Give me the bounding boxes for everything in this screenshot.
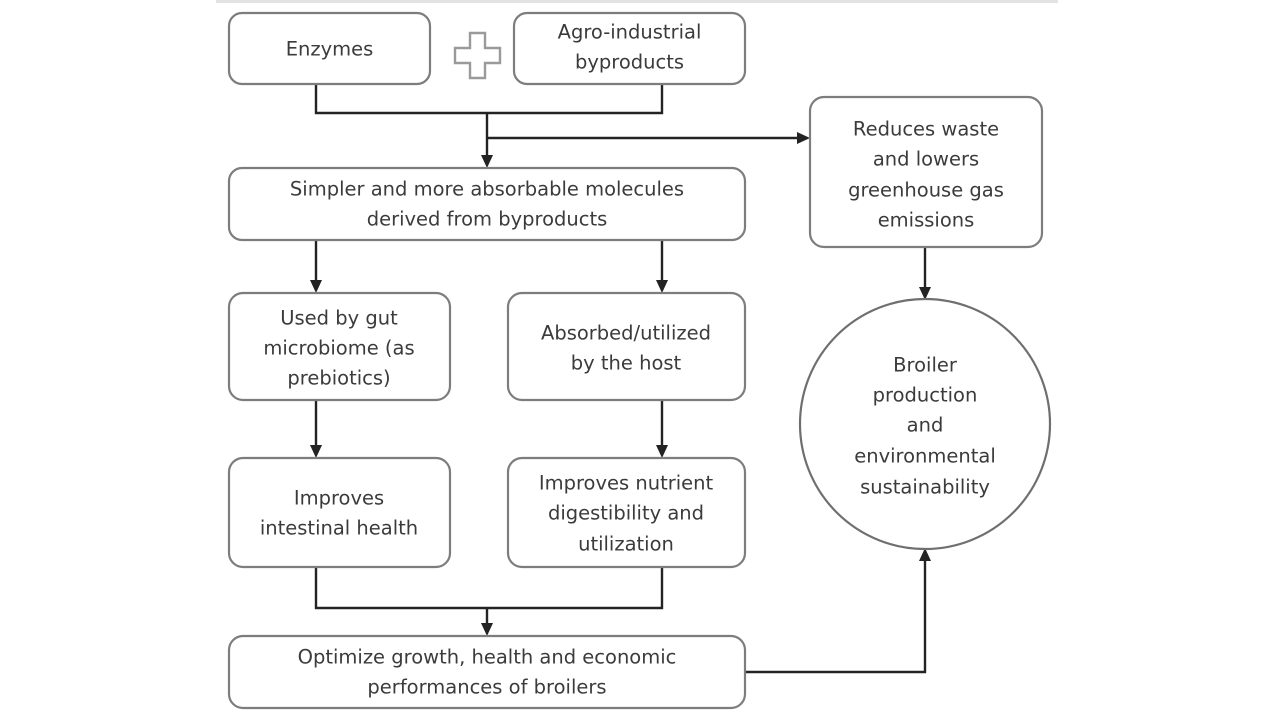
edge-reduces-to-circle [919,247,931,300]
nutrient-digestibility-box[interactable] [506,456,747,569]
absorbed-by-host-label-line2: by the host [571,352,682,375]
edge-outcomes-to-optimize [314,567,664,636]
edge-simpler-to-microbiome [310,240,322,293]
simpler-molecules-label-line1: Simpler and more absorbable molecules [290,178,684,201]
edge-optimize-to-circle [745,548,931,674]
absorbed-by-host-box[interactable] [506,291,747,402]
reduces-waste-label-line2: and lowers [873,148,979,171]
edge-absorbed-to-digestibility [656,400,668,458]
gut-microbiome-box[interactable] [227,291,452,402]
optimize-performance-box[interactable] [227,634,747,710]
gut-microbiome-label-line2: microbiome (as [263,337,414,360]
node-intestinal-health[interactable]: Improves intestinal health [227,456,452,569]
node-simpler-molecules[interactable]: Simpler and more absorbable molecules de… [227,166,747,242]
connector-layer [310,84,931,674]
edge-simpler-to-absorbed [656,240,668,293]
broiler-sustainability-label-line1: Broiler [893,354,958,377]
node-enzymes[interactable]: Enzymes [227,11,432,86]
reduces-waste-label-line1: Reduces waste [853,118,999,141]
intestinal-health-box[interactable] [227,456,452,569]
node-optimize-performance[interactable]: Optimize growth, health and economic per… [227,634,747,710]
node-agro-industrial-byproducts[interactable]: Agro-industrial byproducts [512,11,747,86]
simpler-molecules-box[interactable] [227,166,747,242]
broiler-sustainability-label-line4: environmental [854,445,996,468]
nutrient-digestibility-label-line2: digestibility and [548,502,704,525]
optimize-performance-label-line2: performances of broilers [367,676,606,699]
agro-byproducts-label-line2: byproducts [575,51,684,74]
gut-microbiome-label-line1: Used by gut [280,307,398,330]
optimize-performance-label-line1: Optimize growth, health and economic [298,646,677,669]
node-nutrient-digestibility[interactable]: Improves nutrient digestibility and util… [506,456,747,569]
edge-microbiome-to-intestinal [310,400,322,458]
plus-glyph [453,31,502,80]
broiler-sustainability-label-line5: sustainability [860,476,990,499]
absorbed-by-host-label-line1: Absorbed/utilized [541,322,711,345]
agro-byproducts-box[interactable] [512,11,747,86]
gut-microbiome-label-line3: prebiotics) [287,367,390,390]
edge-inputs-to-reduces-waste [487,132,810,144]
simpler-molecules-label-line2: derived from byproducts [367,208,608,231]
edge-inputs-to-simpler [314,84,664,168]
reduces-waste-box[interactable] [808,95,1044,249]
reduces-waste-label-line3: greenhouse gas [848,179,1004,202]
reduces-waste-label-line4: emissions [878,209,975,232]
broiler-sustainability-label-line2: production [873,384,978,407]
node-gut-microbiome[interactable]: Used by gut microbiome (as prebiotics) [227,291,452,402]
agro-byproducts-label-line1: Agro-industrial [558,21,702,44]
node-reduces-waste[interactable]: Reduces waste and lowers greenhouse gas … [808,95,1044,249]
nutrient-digestibility-label-line3: utilization [578,533,674,556]
nutrient-digestibility-label-line1: Improves nutrient [539,472,714,495]
broiler-sustainability-label-line3: and [907,414,944,437]
broiler-sustainability-circle[interactable] [798,297,1052,551]
intestinal-health-label-line1: Improves [294,487,384,510]
enzymes-label: Enzymes [286,38,374,61]
node-absorbed-by-host[interactable]: Absorbed/utilized by the host [506,291,747,402]
plus-icon [453,31,502,80]
node-broiler-sustainability[interactable]: Broiler production and environmental sus… [798,297,1052,551]
enzymes-box[interactable] [227,11,432,86]
intestinal-health-label-line2: intestinal health [260,517,418,540]
